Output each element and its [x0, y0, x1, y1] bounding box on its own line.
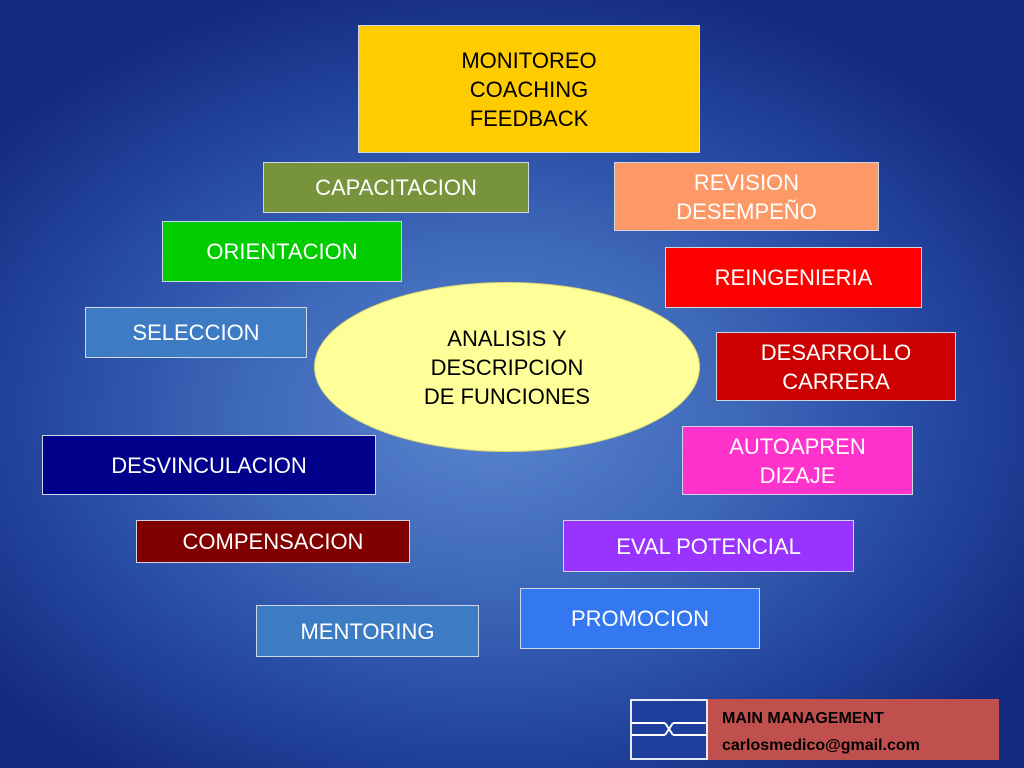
reingenieria-box: REINGENIERIA — [665, 247, 922, 308]
footer-brand: MAIN MANAGEMENT carlosmedico@gmail.com — [708, 699, 999, 760]
brand-email: carlosmedico@gmail.com — [722, 737, 920, 754]
center-analisis-node: ANALISIS Y DESCRIPCION DE FUNCIONES — [314, 282, 700, 452]
eval-potencial-box: EVAL POTENCIAL — [563, 520, 854, 572]
arrows-logo-icon — [630, 699, 708, 760]
compensacion-box: COMPENSACION — [136, 520, 410, 563]
desarrollo-carrera-box: DESARROLLO CARRERA — [716, 332, 956, 401]
autoaprendizaje-box: AUTOAPREN DIZAJE — [682, 426, 913, 495]
monitoreo-coaching-feedback-box: MONITOREO COACHING FEEDBACK — [358, 25, 700, 153]
mentoring-box: MENTORING — [256, 605, 479, 657]
revision-desempeno-box: REVISION DESEMPEÑO — [614, 162, 879, 231]
desvinculacion-box: DESVINCULACION — [42, 435, 376, 495]
orientacion-box: ORIENTACION — [162, 221, 402, 282]
brand-title: MAIN MANAGEMENT — [722, 710, 884, 727]
seleccion-box: SELECCION — [85, 307, 307, 358]
promocion-box: PROMOCION — [520, 588, 760, 649]
capacitacion-box: CAPACITACION — [263, 162, 529, 213]
